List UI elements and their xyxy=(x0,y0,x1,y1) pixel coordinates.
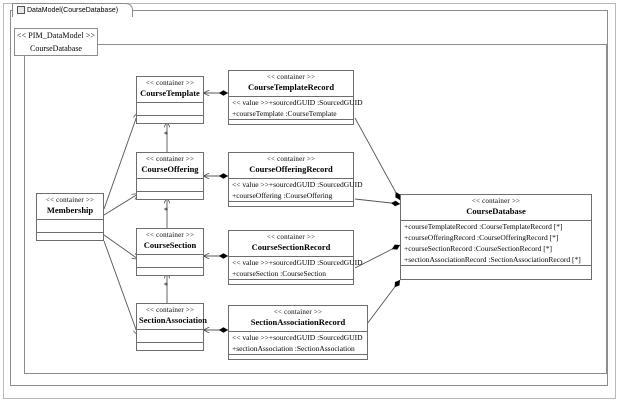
diagram-icon xyxy=(17,6,25,15)
operations-compartment xyxy=(229,202,353,214)
class-header: << container >> CourseSectionRecord xyxy=(229,231,353,257)
class-name: SectionAssociation xyxy=(139,315,207,325)
class-name: CourseSectionRecord xyxy=(251,242,331,252)
class-stereotype: << container >> xyxy=(471,197,521,205)
operations-compartment xyxy=(229,280,353,292)
attribute-row: +sectionAssociationRecord :SectionAssoci… xyxy=(404,255,581,264)
operations-compartment xyxy=(37,233,103,245)
attribute-row: +courseTemplateRecord :CourseTemplateRec… xyxy=(404,222,563,231)
package-header: << PIM_DataModel >> CourseDatabase xyxy=(14,28,98,56)
class-name: Membership xyxy=(46,205,94,215)
package-name: CourseDatabase xyxy=(30,44,82,53)
attribute-row: << value >>+sourcedGUID :SourcedGUID xyxy=(232,258,363,267)
class-course-database[interactable]: << container >> CourseDatabase +courseTe… xyxy=(400,194,592,280)
attributes-compartment: << value >>+sourcedGUID :SourcedGUID +se… xyxy=(229,332,367,355)
attribute-row: << value >>+sourcedGUID :SourcedGUID xyxy=(232,98,363,107)
diagram-tab[interactable]: DataModel(CourseDatabase) xyxy=(12,3,134,17)
class-stereotype: << container >> xyxy=(273,308,323,316)
attributes-compartment: << value >>+sourcedGUID :SourcedGUID +co… xyxy=(229,257,363,280)
operations-compartment xyxy=(137,343,203,355)
class-course-offering[interactable]: << container >> CourseOffering xyxy=(136,152,204,200)
class-name: CourseOffering xyxy=(141,164,199,174)
attributes-compartment xyxy=(37,220,103,233)
operations-compartment xyxy=(137,268,203,280)
class-stereotype: << container >> xyxy=(145,306,195,314)
class-section-association-record[interactable]: << container >> SectionAssociationRecord… xyxy=(228,305,368,360)
attributes-compartment: << value >>+sourcedGUID :SourcedGUID +co… xyxy=(229,97,363,120)
package-stereotype: << PIM_DataModel >> xyxy=(16,31,96,40)
operations-compartment xyxy=(137,192,203,204)
attribute-row: +courseSection :CourseSection xyxy=(232,269,327,278)
class-stereotype: << container >> xyxy=(145,155,195,163)
class-membership[interactable]: << container >> Membership xyxy=(36,193,104,241)
attribute-row: << value >>+sourcedGUID :SourcedGUID xyxy=(232,333,363,342)
attribute-row: << value >>+sourcedGUID :SourcedGUID xyxy=(232,180,363,189)
attributes-compartment xyxy=(137,179,203,192)
class-header: << container >> CourseOffering xyxy=(137,153,203,179)
class-stereotype: << container >> xyxy=(266,73,316,81)
class-name: CourseTemplate xyxy=(140,88,200,98)
class-header: << container >> SectionAssociationRecord xyxy=(229,306,367,332)
class-stereotype: << container >> xyxy=(266,233,316,241)
class-course-section[interactable]: << container >> CourseSection xyxy=(136,228,204,276)
attributes-compartment xyxy=(137,330,203,343)
class-name: CourseTemplateRecord xyxy=(247,82,335,92)
class-header: << container >> CourseTemplateRecord xyxy=(229,71,353,97)
class-course-template-record[interactable]: << container >> CourseTemplateRecord << … xyxy=(228,70,363,125)
class-name: SectionAssociationRecord xyxy=(250,317,346,327)
class-header: << container >> CourseSection xyxy=(137,229,203,255)
attributes-compartment xyxy=(137,255,203,268)
operations-compartment xyxy=(401,266,591,278)
class-header: << container >> CourseDatabase xyxy=(401,195,591,221)
class-header: << container >> SectionAssociation xyxy=(137,304,207,330)
attribute-row: +courseTemplate :CourseTemplate xyxy=(232,109,337,118)
class-stereotype: << container >> xyxy=(45,196,95,204)
attributes-compartment xyxy=(137,103,203,116)
class-course-section-record[interactable]: << container >> CourseSectionRecord << v… xyxy=(228,230,363,285)
class-stereotype: << container >> xyxy=(145,79,195,87)
class-stereotype: << container >> xyxy=(266,155,316,163)
class-name: CourseSection xyxy=(143,240,197,250)
class-name: CourseDatabase xyxy=(466,206,526,216)
attribute-row: +courseOfferingRecord :CourseOfferingRec… xyxy=(404,233,559,242)
class-course-offering-record[interactable]: << container >> CourseOfferingRecord << … xyxy=(228,152,363,207)
diagram-tab-label: DataModel(CourseDatabase) xyxy=(27,7,119,14)
class-course-template[interactable]: << container >> CourseTemplate xyxy=(136,76,204,124)
class-header: << container >> Membership xyxy=(37,194,103,220)
multiplicity-marker: * xyxy=(164,130,168,139)
operations-compartment xyxy=(229,120,353,132)
operations-compartment xyxy=(229,355,367,367)
attribute-row: +courseOffering :CourseOffering xyxy=(232,191,333,200)
class-header: << container >> CourseOfferingRecord xyxy=(229,153,353,179)
class-header: << container >> CourseTemplate xyxy=(137,77,203,103)
multiplicity-marker: * xyxy=(164,281,168,290)
class-section-association[interactable]: << container >> SectionAssociation xyxy=(136,303,207,351)
attribute-row: +courseSectionRecord :CourseSectionRecor… xyxy=(404,244,552,253)
attributes-compartment: << value >>+sourcedGUID :SourcedGUID +co… xyxy=(229,179,363,202)
class-name: CourseOfferingRecord xyxy=(249,164,333,174)
class-stereotype: << container >> xyxy=(145,231,195,239)
attributes-compartment: +courseTemplateRecord :CourseTemplateRec… xyxy=(401,221,591,266)
operations-compartment xyxy=(137,116,203,128)
multiplicity-marker: * xyxy=(164,206,168,215)
attribute-row: +sectionAssociation :SectionAssociation xyxy=(232,344,355,353)
